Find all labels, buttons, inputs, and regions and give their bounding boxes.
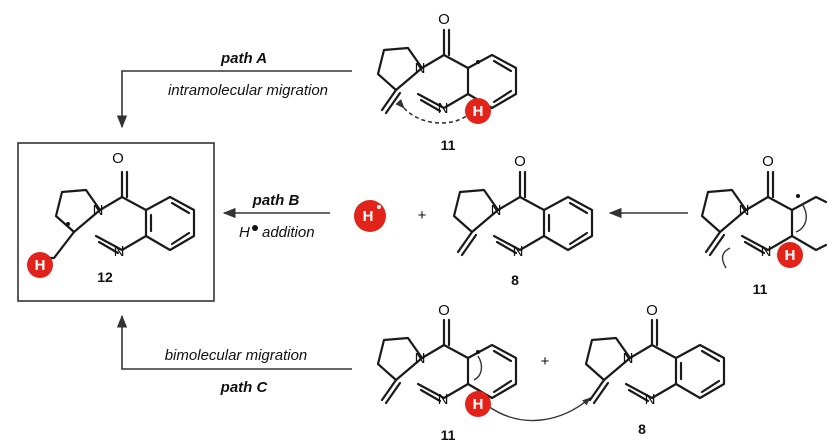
- path-c-label: path C: [220, 379, 269, 396]
- radical-11-right: O N N H 11: [700, 153, 828, 297]
- compound-label-12: 12: [97, 269, 113, 285]
- compound-label-11: 11: [441, 427, 456, 443]
- product-box: O N N H 12: [17, 142, 215, 302]
- hydrogen-marker: [465, 391, 491, 417]
- atom-n: N: [513, 243, 524, 260]
- atom-o: O: [646, 302, 658, 319]
- atom-n: N: [761, 243, 772, 260]
- atom-n: N: [114, 243, 125, 260]
- compound-label-8: 8: [511, 272, 519, 288]
- atom-n: N: [623, 350, 634, 367]
- radical-11-top: O N N H 11: [376, 11, 518, 153]
- atom-n: N: [438, 391, 449, 408]
- alkene-8-bottom: O N N 8: [584, 302, 726, 437]
- path-b: path B H addition: [222, 192, 330, 241]
- atom-h: H: [473, 396, 484, 413]
- atom-h: H: [785, 247, 796, 264]
- plus-sign: +: [418, 207, 427, 224]
- compound-label-8: 8: [638, 421, 646, 437]
- atom-n: N: [415, 350, 426, 367]
- radical-11-bottom: O N N H 11: [376, 302, 591, 443]
- path-b-label: path B: [252, 192, 300, 209]
- radical-dot: [377, 205, 381, 209]
- atom-h: H: [473, 103, 484, 120]
- atom-n: N: [438, 100, 449, 117]
- atom-n: N: [645, 391, 656, 408]
- atom-o: O: [438, 11, 450, 28]
- hydrogen-marker: [27, 252, 53, 278]
- path-a: path A intramolecular migration: [116, 50, 352, 129]
- radical-dot: [252, 225, 258, 231]
- compound-label-11: 11: [753, 281, 768, 297]
- path-a-label: path A: [220, 50, 267, 67]
- atom-o: O: [762, 153, 774, 170]
- radical-dot: [66, 222, 70, 226]
- compound-label-11: 11: [441, 137, 456, 153]
- alkene-8-middle: O N N 8: [452, 153, 594, 288]
- product-frame: [17, 142, 215, 302]
- atom-o: O: [514, 153, 526, 170]
- hydrogen-marker: [465, 98, 491, 124]
- atom-n: N: [93, 202, 104, 219]
- plus-sign: +: [541, 353, 550, 370]
- path-c-description: bimolecular migration: [165, 347, 308, 364]
- atom-n: N: [739, 202, 750, 219]
- path-b-description: addition: [262, 224, 315, 241]
- atom-h: H: [363, 208, 374, 225]
- atom-n: N: [415, 60, 426, 77]
- atom-o: O: [112, 150, 124, 167]
- path-c: bimolecular migration path C: [116, 314, 352, 396]
- atom-o: O: [438, 302, 450, 319]
- hydrogen-marker: [777, 242, 803, 268]
- path-a-description: intramolecular migration: [168, 82, 328, 99]
- atom-n: N: [491, 202, 502, 219]
- path-b-h: H: [239, 224, 250, 241]
- atom-h: H: [35, 257, 46, 274]
